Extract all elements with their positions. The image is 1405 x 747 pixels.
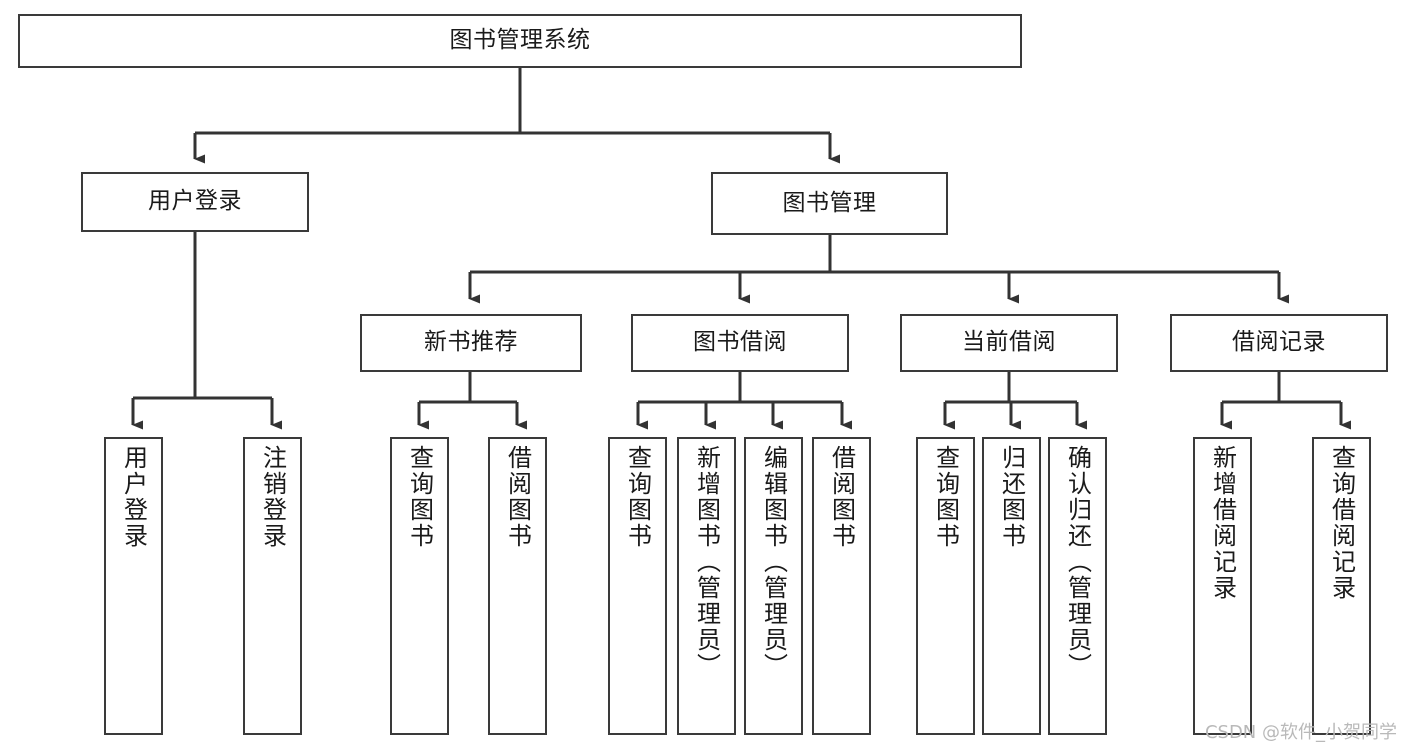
node-label: 当前借阅 (962, 329, 1056, 356)
node-label: 确认归还（管理员） (1063, 445, 1092, 679)
leaf-query-borrowing-record[interactable]: 查询借阅记录 (1312, 437, 1371, 735)
node-book-management[interactable]: 图书管理 (711, 172, 948, 235)
leaf-add-borrowing-record[interactable]: 新增借阅记录 (1193, 437, 1252, 735)
node-label: 查询图书 (623, 445, 652, 549)
leaf-user-login[interactable]: 用户登录 (104, 437, 163, 735)
node-root-library-management-system[interactable]: 图书管理系统 (18, 14, 1022, 68)
node-label: 图书借阅 (693, 329, 787, 356)
leaf-query-books-current[interactable]: 查询图书 (916, 437, 975, 735)
node-label: 借阅记录 (1232, 329, 1326, 356)
leaf-borrow-books[interactable]: 借阅图书 (812, 437, 871, 735)
node-user-login[interactable]: 用户登录 (81, 172, 309, 232)
node-label: 借阅图书 (827, 445, 856, 549)
leaf-edit-book-admin[interactable]: 编辑图书（管理员） (744, 437, 803, 735)
node-label: 借阅图书 (503, 445, 532, 549)
node-label: 用户登录 (119, 445, 148, 549)
node-label: 新增借阅记录 (1208, 445, 1237, 601)
node-current-borrowing[interactable]: 当前借阅 (900, 314, 1118, 372)
node-label: 图书管理系统 (449, 27, 591, 54)
node-label: 归还图书 (997, 445, 1026, 549)
leaf-confirm-return-admin[interactable]: 确认归还（管理员） (1048, 437, 1107, 735)
leaf-add-book-admin[interactable]: 新增图书（管理员） (677, 437, 736, 735)
leaf-return-books[interactable]: 归还图书 (982, 437, 1041, 735)
leaf-logout[interactable]: 注销登录 (243, 437, 302, 735)
node-label: 注销登录 (258, 445, 287, 549)
node-new-book-recommendation[interactable]: 新书推荐 (360, 314, 582, 372)
node-label: 新增图书（管理员） (692, 445, 721, 679)
leaf-query-books-recommendation[interactable]: 查询图书 (390, 437, 449, 735)
node-label: 查询图书 (931, 445, 960, 549)
node-label: 新书推荐 (424, 329, 518, 356)
node-book-borrowing[interactable]: 图书借阅 (631, 314, 849, 372)
node-label: 编辑图书（管理员） (759, 445, 788, 679)
node-label: 查询图书 (405, 445, 434, 549)
node-label: 用户登录 (148, 188, 242, 215)
node-label: 查询借阅记录 (1327, 445, 1356, 601)
leaf-query-books-borrowing[interactable]: 查询图书 (608, 437, 667, 735)
node-label: 图书管理 (782, 189, 877, 216)
node-borrowing-records[interactable]: 借阅记录 (1170, 314, 1388, 372)
leaf-borrow-books-recommendation[interactable]: 借阅图书 (488, 437, 547, 735)
